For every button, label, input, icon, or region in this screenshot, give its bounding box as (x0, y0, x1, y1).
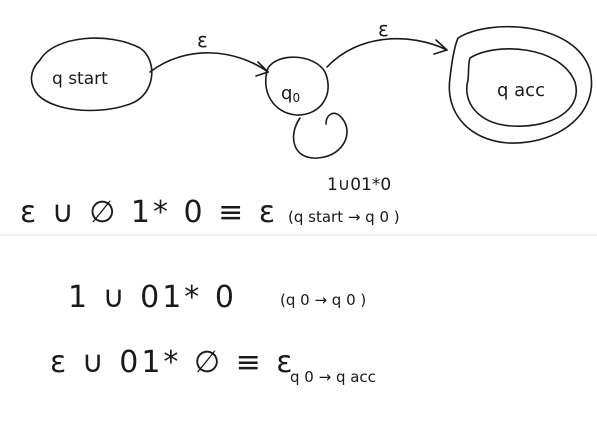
edge-start-to-q0: ε (149, 28, 269, 77)
state-q-acc-outer-outline (448, 25, 593, 144)
state-q-start: q start (30, 37, 153, 112)
state-q-acc-label: q acc (497, 80, 545, 101)
note-line-3-path: q 0 → q acc (290, 368, 376, 386)
state-q-start-outline (30, 37, 153, 112)
state-q-acc-inner-outline (466, 48, 578, 127)
state-q-acc: q acc (448, 25, 593, 144)
edge-q0-to-acc-line (326, 37, 448, 68)
note-line-3-expression: ε ∪ 01* ∅ ≡ ε (50, 345, 296, 380)
edge-start-to-q0-arrowhead (255, 61, 269, 77)
edge-q0-loop: 1∪01*0 (292, 112, 391, 195)
edge-start-to-q0-line (149, 52, 269, 73)
state-q0-label: q0 (281, 83, 300, 105)
note-line-2-path: (q 0 → q 0 ) (280, 291, 366, 309)
note-line-3: ε ∪ 01* ∅ ≡ ε q 0 → q acc (50, 345, 376, 386)
state-q-start-label: q start (52, 69, 108, 89)
edge-q0-to-acc-label: ε (378, 17, 389, 41)
edge-q0-to-acc-arrowhead (433, 39, 448, 55)
note-line-1-path: (q start → q 0 ) (288, 208, 400, 226)
edge-q0-loop-line (292, 112, 348, 159)
edge-start-to-q0-label: ε (197, 28, 208, 52)
state-q0-outline (264, 56, 329, 116)
note-line-1-expression: ε ∪ ∅ 1* 0 ≡ ε (20, 195, 278, 230)
note-line-2: 1 ∪ 01* 0 (q 0 → q 0 ) (68, 280, 366, 315)
state-q0: q0 (264, 56, 329, 116)
edge-q0-to-acc: ε (326, 17, 448, 68)
note-line-1: ε ∪ ∅ 1* 0 ≡ ε (q start → q 0 ) (20, 195, 400, 230)
edge-q0-loop-label: 1∪01*0 (327, 175, 391, 195)
note-line-2-expression: 1 ∪ 01* 0 (68, 280, 237, 315)
